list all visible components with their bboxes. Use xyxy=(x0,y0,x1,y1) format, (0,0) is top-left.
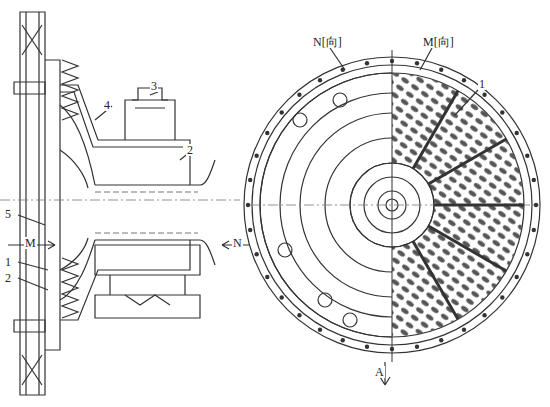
bolt-hole xyxy=(462,328,466,332)
bolt-hole xyxy=(341,338,345,342)
bolt-hole xyxy=(279,110,283,114)
bolt-hole xyxy=(297,313,301,317)
bolt-hole xyxy=(534,203,538,207)
bolt-hole xyxy=(500,110,504,114)
end-view xyxy=(244,48,540,385)
rib xyxy=(413,241,458,319)
bolt-hole xyxy=(265,275,269,279)
bolt-hole xyxy=(390,347,394,351)
bolt-hole xyxy=(254,252,258,256)
bolt-hole xyxy=(279,295,283,299)
callout-label: 1 xyxy=(478,78,486,90)
bolt-hole xyxy=(515,275,519,279)
rib xyxy=(428,139,506,184)
bolt-hole xyxy=(318,328,322,332)
bolt-hole xyxy=(265,131,269,135)
spring-coil xyxy=(62,60,78,120)
bolt-hole xyxy=(462,78,466,82)
bolt-hole xyxy=(482,313,486,317)
bolt-hole xyxy=(390,59,394,63)
callout-label: N[向] xyxy=(312,36,343,48)
bolt-hole xyxy=(439,67,443,71)
callout-label: A xyxy=(374,366,385,378)
callout-label: 2 xyxy=(4,272,12,284)
bolt-hole xyxy=(515,131,519,135)
bolt-hole xyxy=(415,345,419,349)
bolt-hole xyxy=(318,78,322,82)
bolt-hole xyxy=(482,92,486,96)
bolt-hole xyxy=(365,61,369,65)
callout-label: 3 xyxy=(150,80,158,92)
bolt-hole xyxy=(365,345,369,349)
callout-label: 2 xyxy=(186,144,194,156)
callout-label: N xyxy=(232,237,243,249)
bolt-hole xyxy=(297,92,301,96)
bolt-hole xyxy=(500,295,504,299)
section-view xyxy=(0,12,250,395)
bolt-hole xyxy=(532,228,536,232)
callout-label: 4 xyxy=(103,99,111,111)
callout-label: M[向] xyxy=(422,36,455,48)
bolt-hole xyxy=(532,178,536,182)
callout-label: 5 xyxy=(4,208,12,220)
bolt-hole xyxy=(246,203,250,207)
rib xyxy=(428,226,506,271)
callout-label: 1 xyxy=(4,256,12,268)
rib xyxy=(434,204,524,207)
bolt-hole xyxy=(248,178,252,182)
bolt-hole xyxy=(525,154,529,158)
bolt-hole xyxy=(525,252,529,256)
bolt-hole xyxy=(439,338,443,342)
bolt-hole xyxy=(248,228,252,232)
bolt-hole xyxy=(415,61,419,65)
callout-label: M xyxy=(24,237,37,249)
spring-coil xyxy=(62,258,78,318)
bolt-hole xyxy=(254,154,258,158)
rib xyxy=(413,91,458,169)
